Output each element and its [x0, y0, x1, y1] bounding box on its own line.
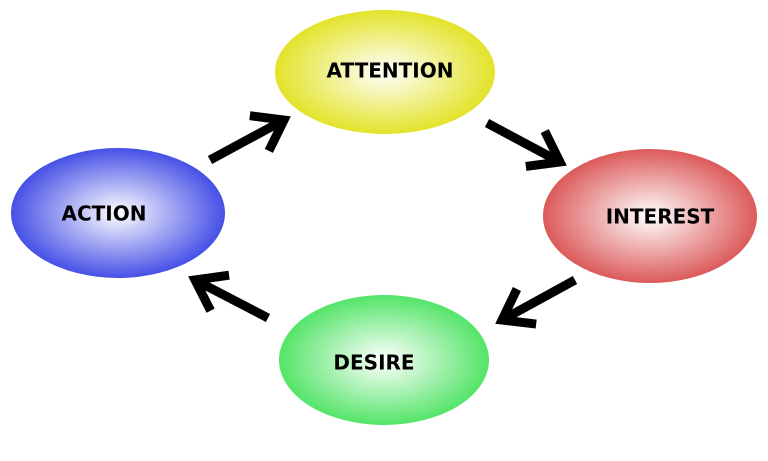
stage-label: ATTENTION	[327, 59, 454, 83]
stage-ellipse	[11, 148, 225, 278]
stage-ellipse	[279, 295, 489, 425]
stage-ellipse	[275, 10, 495, 134]
stage-attention: ATTENTION	[275, 10, 495, 134]
stage-ellipse	[543, 149, 757, 283]
arrow-icon	[484, 119, 567, 171]
arrows	[188, 111, 578, 329]
stage-label: INTEREST	[606, 205, 715, 229]
stage-action: ACTION	[11, 148, 225, 278]
stage-label: DESIRE	[333, 351, 414, 375]
stage-label: ACTION	[62, 202, 147, 226]
arrow-icon	[207, 111, 291, 164]
stage-desire: DESIRE	[279, 295, 489, 425]
stage-interest: INTEREST	[543, 149, 757, 283]
arrow-icon	[495, 276, 578, 329]
arrow-icon	[188, 270, 271, 322]
